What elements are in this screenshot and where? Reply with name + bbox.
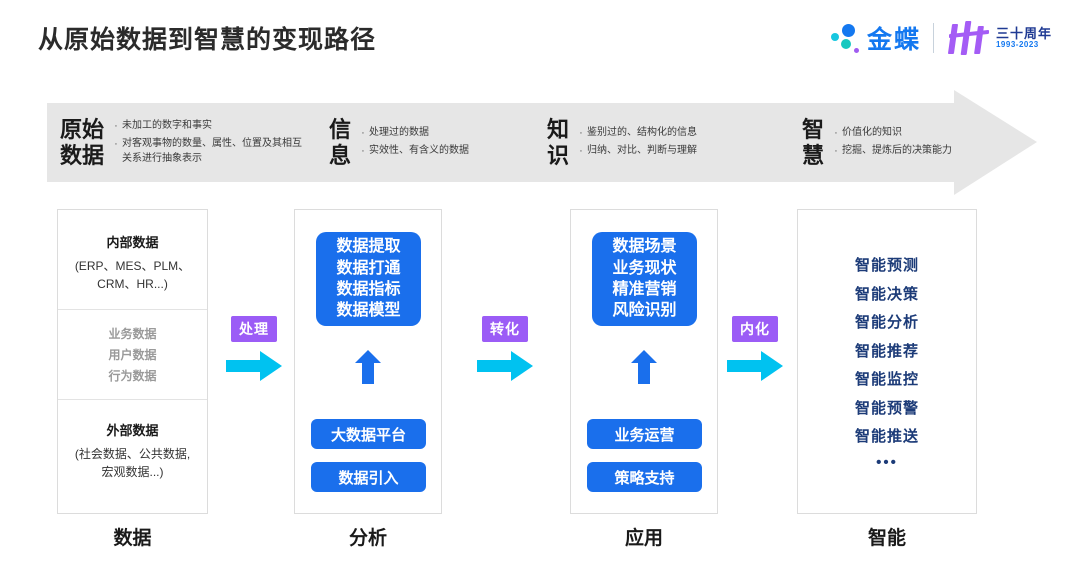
brand-lockup: 金蝶 三十周年 1993-2023 xyxy=(829,18,1052,58)
brand-name: 金蝶 xyxy=(866,26,921,54)
internal-data-section: 内部数据 (ERP、MES、PLM、 CRM、HR...) xyxy=(58,210,207,309)
stage-name: 信 息 xyxy=(329,116,352,168)
list-item: 业务数据 xyxy=(108,327,157,341)
stage-bullet: · 对客观事物的数量、属性、位置及其相互关系进行抽象表示 xyxy=(110,136,302,167)
list-item: 行为数据 xyxy=(108,369,157,383)
anniversary-years: 1993-2023 xyxy=(995,39,1039,49)
bullet-dot-icon: · xyxy=(834,144,838,157)
list-item: 智能监控 xyxy=(854,371,919,389)
stage-name: 知 识 xyxy=(547,116,570,168)
bullet-dot-icon: · xyxy=(361,144,365,157)
banner-stage-raw-data: 原始 数据 · 未加工的数字和事实 · 对客观事物的数量、属性、位置及其相互关系… xyxy=(60,103,302,182)
list-item: 智能预警 xyxy=(854,399,919,417)
stage-bullet: · 鉴别过的、结构化的信息 xyxy=(575,125,697,142)
stage-bullet: · 未加工的数字和事实 xyxy=(110,118,302,135)
bullet-dot-icon: · xyxy=(114,120,118,133)
list-item: 智能决策 xyxy=(854,285,919,303)
stage-bullet: · 实效性、有含义的数据 xyxy=(357,143,469,160)
analysis-platform-pill: 大数据平台 xyxy=(311,419,426,449)
external-data-subtitle: (社会数据、公共数据, 宏观数据...) xyxy=(74,447,191,479)
column-label-application: 应用 xyxy=(624,528,663,549)
list-item: 数据打通 xyxy=(336,259,401,277)
analysis-capability-block: 数据提取 数据打通 数据指标 数据模型 xyxy=(316,232,421,326)
banner-stage-information: 信 息 · 处理过的数据 · 实效性、有含义的数据 xyxy=(329,103,469,182)
column-label-intelligence: 智能 xyxy=(867,528,906,549)
anniversary-badge: 三十周年 1993-2023 xyxy=(946,19,1052,57)
page-header: 从原始数据到智慧的变现路径 金蝶 三十周年 1993-2023 xyxy=(0,0,1080,80)
stage-name: 智 慧 xyxy=(802,116,825,168)
application-capability-block: 数据场景 业务现状 精准营销 风险识别 xyxy=(592,232,697,326)
column-label-analysis: 分析 xyxy=(348,528,387,549)
connector-label: 处理 xyxy=(231,316,277,342)
list-item: 精准营销 xyxy=(612,281,677,298)
bullet-dot-icon: · xyxy=(834,127,838,140)
anniversary-title: 三十周年 xyxy=(995,25,1052,41)
list-item: 用户数据 xyxy=(108,348,157,362)
intelligence-list: 智能预测 智能决策 智能分析 智能推荐 智能监控 智能预警 智能推送 ••• xyxy=(798,210,976,513)
external-data-section: 外部数据 (社会数据、公共数据, 宏观数据...) xyxy=(58,400,207,501)
internal-data-subtitle: (ERP、MES、PLM、 CRM、HR...) xyxy=(74,259,191,291)
brand-divider xyxy=(932,23,934,53)
column-card-analysis: 数据提取 数据打通 数据指标 数据模型 大数据平台 数据引入 xyxy=(294,209,442,514)
stage-bullet: · 价值化的知识 xyxy=(830,125,952,142)
bullet-dot-icon: · xyxy=(114,137,118,150)
connector-label: 内化 xyxy=(732,316,778,342)
list-item: 智能分析 xyxy=(854,314,919,332)
banner-stage-wisdom: 智 慧 · 价值化的知识 · 挖掘、提炼后的决策能力 xyxy=(802,103,952,182)
arrow-up-icon xyxy=(355,350,381,384)
list-item: 智能预测 xyxy=(854,257,919,275)
list-item: 业务现状 xyxy=(612,259,677,277)
connector-internalization: 内化 xyxy=(720,316,790,381)
application-operations-pill: 业务运营 xyxy=(587,419,702,449)
stage-bullet: · 归纳、对比、判断与理解 xyxy=(575,143,697,160)
kingdee-logo-icon xyxy=(829,21,863,55)
application-strategy-pill: 策略支持 xyxy=(587,462,702,492)
page-title: 从原始数据到智慧的变现路径 xyxy=(38,26,377,54)
list-item: 数据提取 xyxy=(336,238,401,256)
banner-stage-knowledge: 知 识 · 鉴别过的、结构化的信息 · 归纳、对比、判断与理解 xyxy=(547,103,697,182)
arrow-right-icon xyxy=(720,351,790,381)
connector-processing: 处理 xyxy=(219,316,289,381)
arrow-up-icon xyxy=(631,350,657,384)
column-card-application: 数据场景 业务现状 精准营销 风险识别 业务运营 策略支持 xyxy=(570,209,718,514)
bullet-dot-icon: · xyxy=(579,144,583,157)
stage-bullet: · 挖掘、提炼后的决策能力 xyxy=(830,143,952,160)
analysis-ingest-pill: 数据引入 xyxy=(311,462,426,492)
external-data-title: 外部数据 xyxy=(106,423,159,438)
list-item: 数据指标 xyxy=(336,281,401,298)
column-label-data: 数据 xyxy=(113,528,152,549)
ellipsis-indicator: ••• xyxy=(876,453,898,471)
data-types-section: 业务数据 用户数据 行为数据 xyxy=(58,309,207,400)
connector-label: 转化 xyxy=(482,316,528,342)
list-item: 数据模型 xyxy=(336,302,401,320)
list-item: 数据场景 xyxy=(612,238,677,256)
stage-name: 原始 数据 xyxy=(60,116,105,168)
maturity-banner: 原始 数据 · 未加工的数字和事实 · 对客观事物的数量、属性、位置及其相互关系… xyxy=(47,90,1037,195)
column-card-intelligence: 智能预测 智能决策 智能分析 智能推荐 智能监控 智能预警 智能推送 ••• xyxy=(797,209,977,514)
internal-data-title: 内部数据 xyxy=(106,235,159,250)
arrow-right-icon xyxy=(470,351,540,381)
list-item: 智能推送 xyxy=(854,428,919,446)
bullet-dot-icon: · xyxy=(579,127,583,140)
anniversary-glyph-icon xyxy=(946,19,992,57)
bullet-dot-icon: · xyxy=(361,127,365,140)
list-item: 风险识别 xyxy=(612,302,677,320)
column-card-data: 内部数据 (ERP、MES、PLM、 CRM、HR...) 业务数据 用户数据 … xyxy=(57,209,208,514)
connector-transformation: 转化 xyxy=(470,316,540,381)
arrow-right-icon xyxy=(219,351,289,381)
stage-bullet: · 处理过的数据 xyxy=(357,125,469,142)
list-item: 智能推荐 xyxy=(854,342,919,360)
